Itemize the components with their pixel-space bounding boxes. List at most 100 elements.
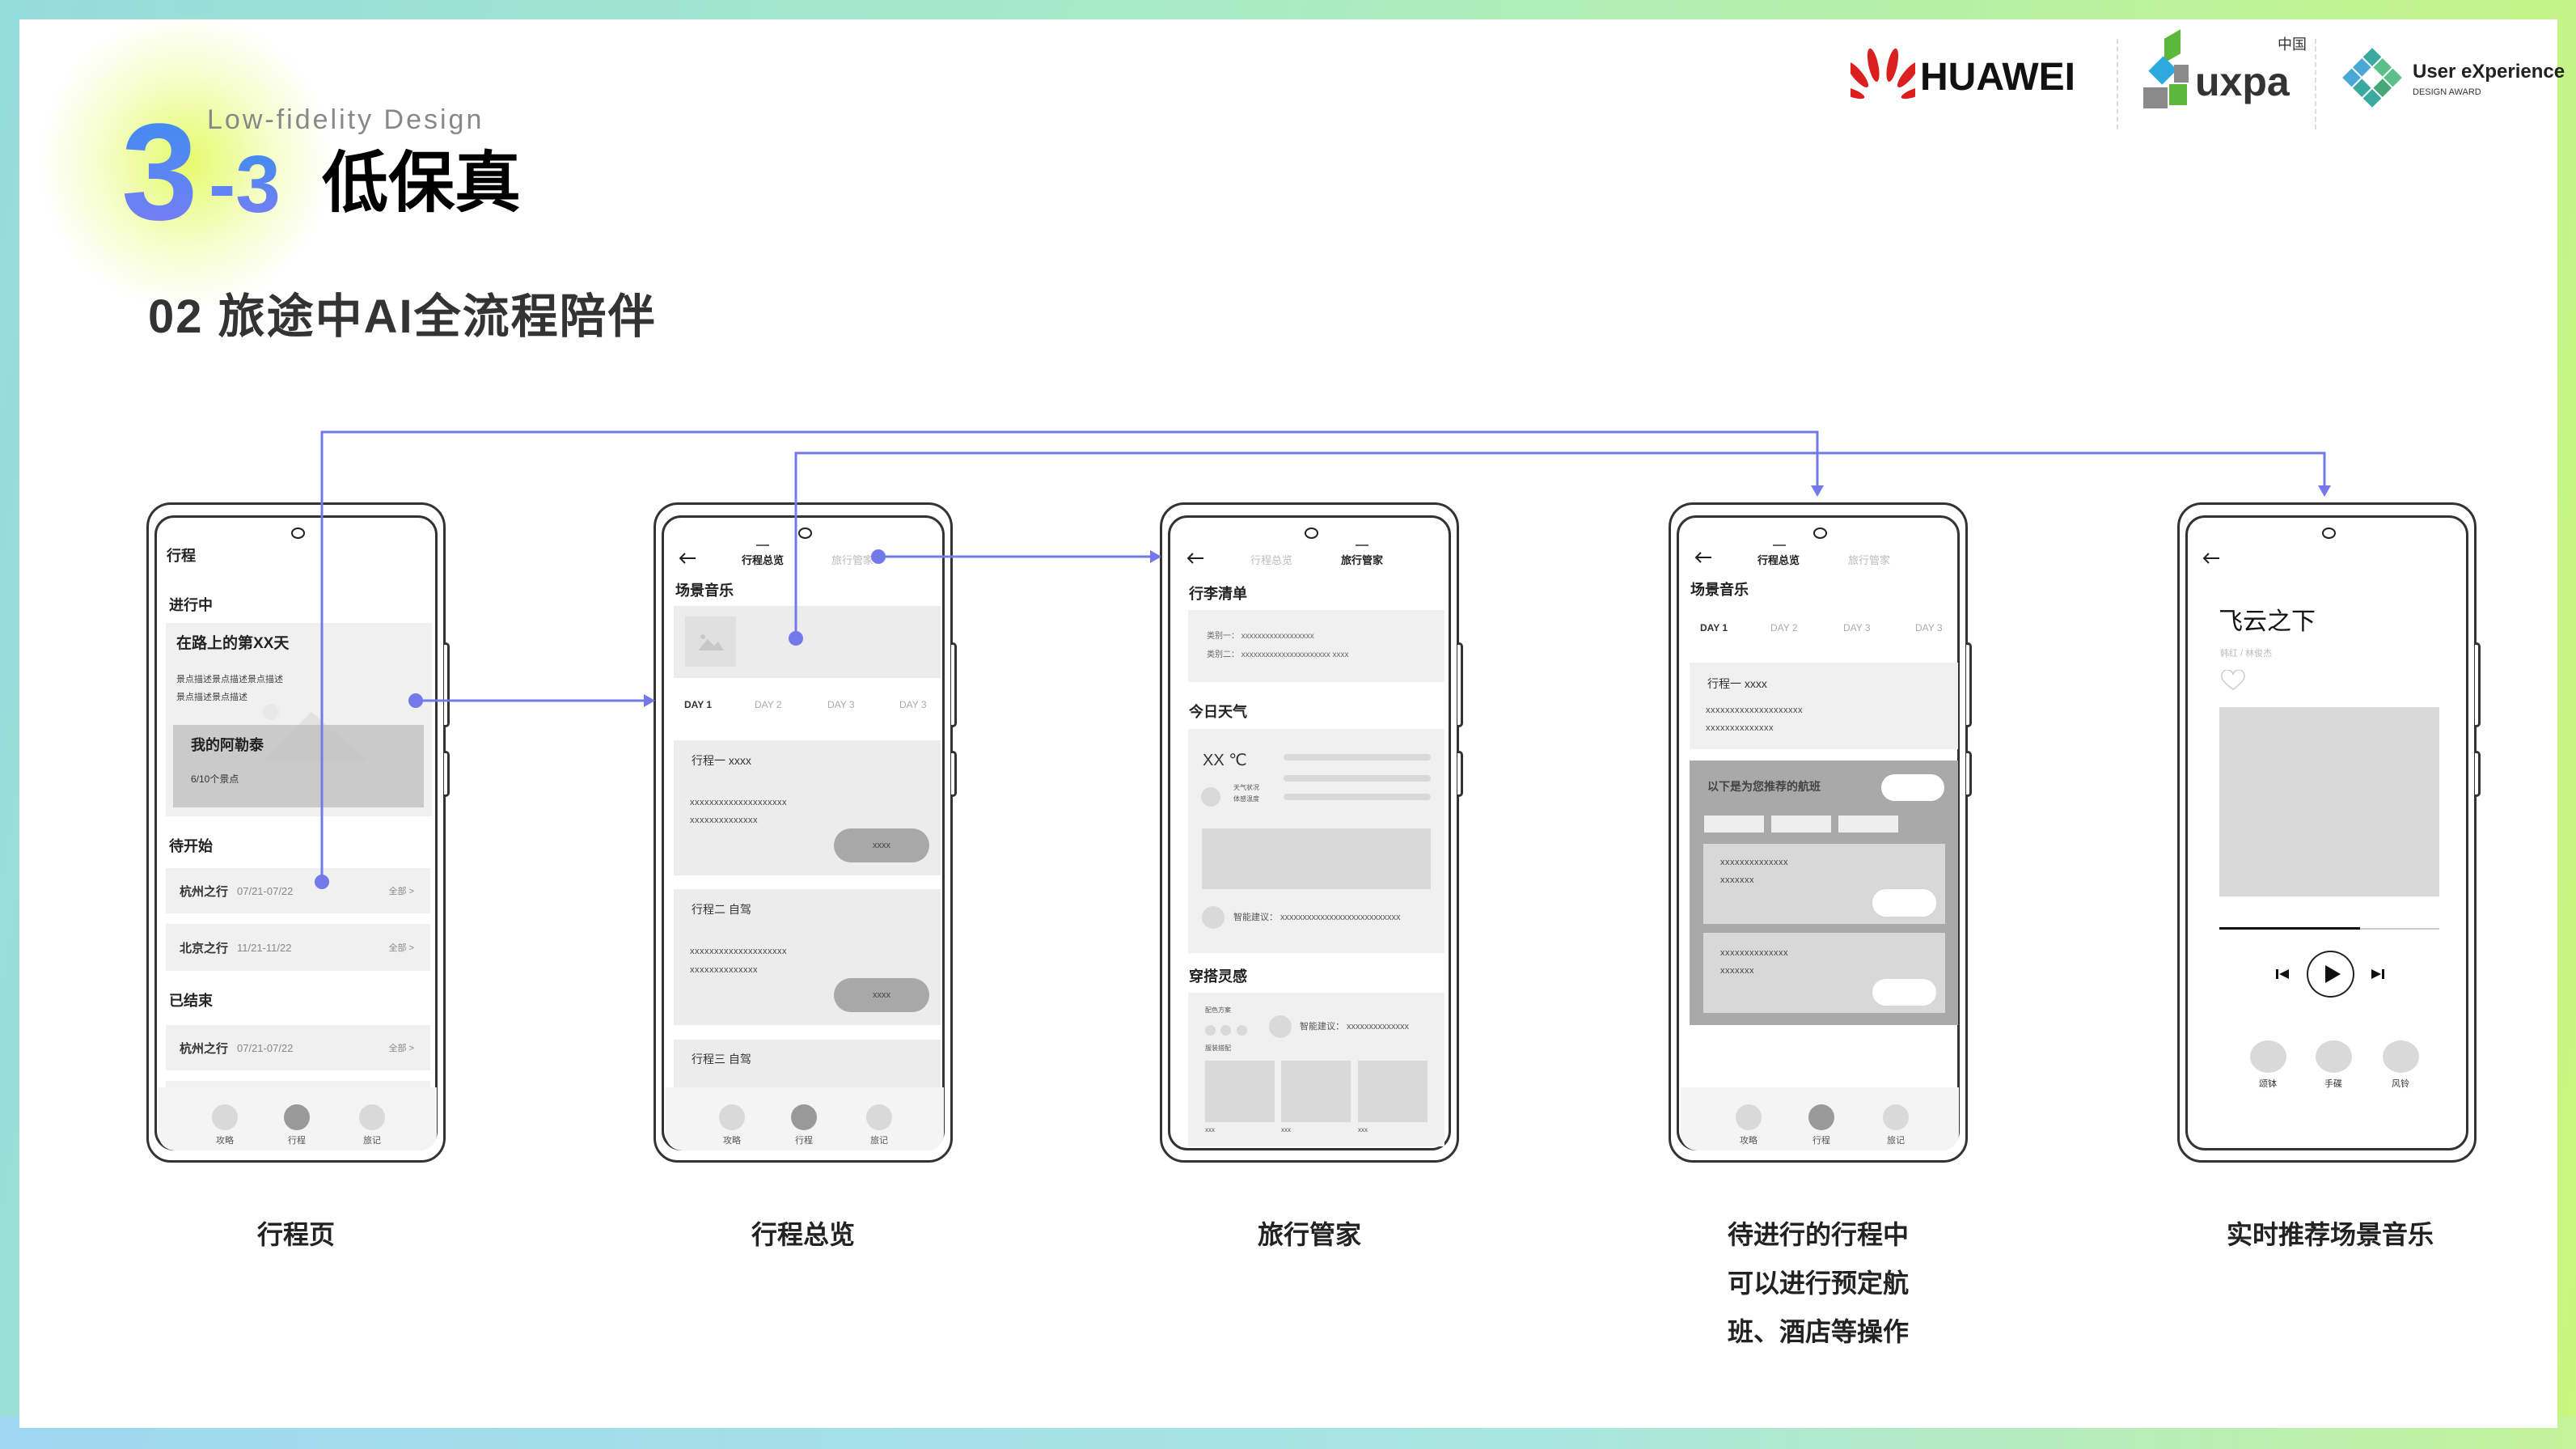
- sound-windchime-button[interactable]: [2383, 1040, 2419, 1073]
- nav-itinerary-icon[interactable]: [284, 1104, 310, 1130]
- day-tab[interactable]: DAY 1: [1700, 622, 1728, 633]
- luggage-card[interactable]: [1188, 610, 1445, 682]
- nav-journal-icon[interactable]: [1883, 1104, 1909, 1130]
- sound-handpan-button[interactable]: [2316, 1040, 2352, 1073]
- plan-title: 行程一 xxxx: [692, 754, 751, 767]
- tab-butler[interactable]: 旅行管家: [831, 554, 873, 566]
- tab-indicator: [1773, 544, 1786, 546]
- trip-dates: 07/21-07/22: [237, 884, 294, 897]
- nav-label[interactable]: 攻略: [216, 1136, 234, 1146]
- uxpa-wordmark: uxpa: [2195, 59, 2290, 104]
- color-swatch: [1205, 1025, 1216, 1036]
- nav-guide-icon[interactable]: [1736, 1104, 1762, 1130]
- side-button: [2475, 642, 2481, 727]
- nav-guide-icon[interactable]: [719, 1104, 745, 1130]
- progress-track[interactable]: [2219, 927, 2439, 930]
- day-tab[interactable]: DAY 3: [1915, 622, 1943, 633]
- day-tab[interactable]: DAY 2: [1770, 622, 1798, 633]
- filter-chip[interactable]: [1838, 816, 1898, 833]
- back-arrow-icon[interactable]: [1694, 551, 1712, 564]
- outfit-match-label: 服装搭配: [1205, 1044, 1231, 1052]
- plan-title: 行程二 自驾: [692, 903, 751, 916]
- heart-icon[interactable]: [2220, 670, 2246, 691]
- side-button: [444, 642, 450, 727]
- view-all-link[interactable]: 全部 >: [388, 943, 414, 953]
- nav-label[interactable]: 旅记: [870, 1136, 888, 1146]
- nav-label[interactable]: 旅记: [1887, 1136, 1905, 1146]
- nav-journal-icon[interactable]: [359, 1104, 385, 1130]
- trip-summary-card[interactable]: [173, 725, 424, 807]
- plan-title: 行程一 xxxx: [1707, 677, 1767, 690]
- caption-line: 班、酒店等操作: [1727, 1317, 1909, 1346]
- view-all-link[interactable]: 全部 >: [388, 1044, 414, 1053]
- day-tab[interactable]: DAY 3: [1843, 622, 1871, 633]
- book-flight-button[interactable]: [1872, 979, 1936, 1006]
- english-title: Low-fidelity Design: [207, 104, 484, 135]
- album-cover: [2219, 707, 2439, 896]
- bottom-nav: 攻略 行程 旅记: [1681, 1087, 1959, 1150]
- outfit-label: xxx: [1205, 1126, 1215, 1133]
- book-flight-button[interactable]: [1872, 889, 1936, 917]
- nav-label[interactable]: 旅记: [363, 1136, 381, 1146]
- day-tab[interactable]: DAY 3: [899, 699, 927, 710]
- next-track-icon[interactable]: [2371, 968, 2385, 981]
- trip-name: 北京之行: [180, 941, 229, 955]
- day-tab[interactable]: DAY 3: [827, 699, 855, 710]
- plan-action-button[interactable]: xxxx: [834, 978, 929, 1012]
- tab-butler[interactable]: 旅行管家: [1847, 554, 1890, 566]
- nav-guide-icon[interactable]: [212, 1104, 238, 1130]
- connector-dot: [871, 549, 886, 564]
- nav-label[interactable]: 行程: [288, 1136, 306, 1146]
- view-all-link[interactable]: 全部 >: [388, 887, 414, 896]
- trip-progress: 6/10个景点: [191, 773, 239, 785]
- play-button[interactable]: [2307, 951, 2354, 998]
- uxpa-logo: uxpa 中国: [2142, 29, 2312, 113]
- nav-label[interactable]: 攻略: [1740, 1136, 1758, 1146]
- plan-card[interactable]: [1690, 663, 1958, 749]
- tab-indicator: [1356, 544, 1368, 546]
- flight-filter-button[interactable]: [1881, 774, 1944, 801]
- music-card[interactable]: [674, 606, 941, 678]
- sound-singing-bowl-button[interactable]: [2250, 1040, 2286, 1073]
- filter-chip[interactable]: [1704, 816, 1764, 833]
- day-tab[interactable]: DAY 2: [755, 699, 782, 710]
- day-tab[interactable]: DAY 1: [684, 699, 713, 710]
- back-arrow-icon[interactable]: [679, 552, 696, 565]
- outfit-image[interactable]: [1205, 1061, 1275, 1122]
- nav-label[interactable]: 攻略: [723, 1136, 741, 1146]
- outfit-image[interactable]: [1281, 1061, 1351, 1122]
- side-button: [2475, 751, 2481, 797]
- plan-action-button[interactable]: xxxx: [834, 828, 929, 862]
- outfit-label: xxx: [1358, 1126, 1368, 1133]
- filter-chip[interactable]: [1771, 816, 1831, 833]
- camera-notch: [1305, 527, 1318, 539]
- previous-track-icon[interactable]: [2275, 968, 2290, 981]
- connector-dot: [789, 631, 803, 646]
- ai-avatar-icon: [1269, 1015, 1292, 1038]
- tab-overview[interactable]: 行程总览: [741, 554, 784, 566]
- nav-itinerary-icon[interactable]: [1808, 1104, 1834, 1130]
- caption-overview: 行程总览: [751, 1220, 855, 1249]
- arrowhead-icon: [644, 694, 655, 707]
- phone-booking: 行程总览 旅行管家 场景音乐 DAY 1 DAY 2 DAY 3 DAY 3 行…: [1669, 502, 1972, 1163]
- outfit-label: xxx: [1281, 1126, 1291, 1133]
- song-title: 飞云之下: [2219, 608, 2316, 635]
- tab-overview[interactable]: 行程总览: [1250, 554, 1292, 566]
- sound-label: 颂钵: [2259, 1079, 2277, 1089]
- back-arrow-icon[interactable]: [2202, 552, 2220, 565]
- tab-butler[interactable]: 旅行管家: [1340, 554, 1383, 566]
- plan-card[interactable]: [674, 1040, 941, 1087]
- nav-label[interactable]: 行程: [1813, 1136, 1830, 1146]
- nav-journal-icon[interactable]: [866, 1104, 892, 1130]
- tab-overview[interactable]: 行程总览: [1757, 554, 1800, 566]
- back-arrow-icon[interactable]: [1186, 552, 1204, 565]
- award-diamond-icon: [2342, 48, 2402, 108]
- nav-label[interactable]: 行程: [795, 1136, 813, 1146]
- tab-indicator: [756, 544, 769, 546]
- ai-avatar-icon: [1202, 906, 1225, 929]
- outfit-image[interactable]: [1358, 1061, 1428, 1122]
- nav-itinerary-icon[interactable]: [791, 1104, 817, 1130]
